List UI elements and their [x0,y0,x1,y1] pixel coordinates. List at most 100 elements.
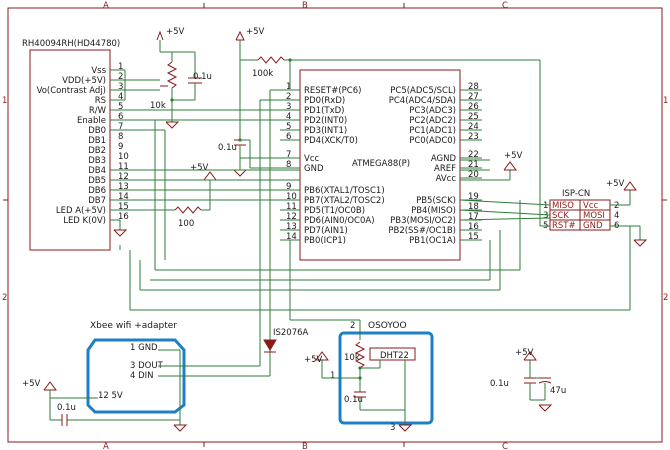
lcd-pin-number: 15 [118,202,129,212]
mcu-right-pin-label: AVcc [436,174,457,184]
frame-col-b-bottom: B [302,442,308,450]
isp-cell-rst: RST# [552,221,576,231]
isp-cell-vcc: Vcc [583,201,598,211]
mcu-left-pin-label: PD2(INT0) [304,116,347,126]
isp-pin-4: 4 [614,211,619,221]
reset-network: +5V 100k 0.1u [218,27,541,226]
lcd-pin-number: 12 [118,172,129,182]
frame-row-2-left: 2 [2,293,7,303]
mcu-right-pin-label: PB5(SCK) [416,196,456,206]
lcd-pin-number: 5 [118,102,123,112]
isp-pin-2: 2 [614,201,619,211]
mcu-right-pin-number: 15 [468,232,479,242]
lcd-pin-label: DB5 [88,176,106,186]
mcu-left-pin-label: Vcc [304,154,319,164]
vcc-cap-value: 0.1u [218,143,237,153]
mcu-right-pin-label: PC3(ADC3) [409,106,456,116]
xbee-5v-label: +5V [22,379,41,389]
mcu-right-pin-number: 24 [468,122,479,132]
isp-cell-gnd: GND [583,221,603,231]
mcu-left-pin-label: PD4(XCK/T0) [304,136,358,146]
mcu-right-pin-number: 27 [468,92,479,102]
mcu-left-pin-label: PD5(T1/OC0B) [304,206,365,216]
mcu-left-pin-number: 5 [286,122,291,132]
mcu-left-pin-number: 14 [286,232,297,242]
mcu-right-pin-number: 22 [468,150,479,160]
frame-col-b-top: B [302,1,308,11]
mcu-right-pin-label: PC0(ADC0) [409,136,456,146]
frame-col-c-bottom: C [502,442,508,450]
lcd-pin-number: 4 [118,92,123,102]
reset-5v-label: +5V [246,27,265,37]
lcd-pin-number: 8 [118,132,123,142]
dht-5v-label: +5V [304,355,323,365]
frame-row-1-right: 1 [663,96,668,106]
dht-part: DHT22 [380,351,409,361]
mcu-right-pin-label: PC5(ADC5/SCL) [390,86,456,96]
mcu-right-pin-label: PB3(MOSI/OC2) [390,216,456,226]
mcu-right-pin-label: PB4(MISO) [411,206,456,216]
dht-title: OSOYOO [368,321,407,331]
mcu-left-pin-label: RESET#(PC6) [304,86,361,96]
frame-row-1-left: 1 [2,96,7,106]
isp-pin-3: 3 [543,211,548,221]
isp-title: ISP-CN [562,189,590,199]
lcd-pin-number: 13 [118,182,129,192]
mcu-left-pin-label: PB0(ICP1) [304,236,346,246]
lcd-pin-label: DB4 [88,166,106,176]
lcd-pin-label: DB1 [88,136,106,146]
dht-resistor-value: 10k [344,353,360,363]
bypass-caps: +5V 0.1u 47u [490,348,566,412]
lcd-pin-label: Vo(Contrast Adj) [37,86,106,96]
mcu-right-pin-number: 26 [468,102,479,112]
xbee-pin-gnd: 1 GND [130,343,158,353]
xbee-pin-dout: 3 DOUT [130,361,164,371]
mcu-name: ATMEGA88(P) [352,159,410,169]
contrast-5v-label: +5V [166,27,185,37]
bypass-cap-value: 0.1u [490,379,509,389]
mcu-left-pin-label: PD1(TxD) [304,106,344,116]
mcu-left-pin-number: 7 [286,150,291,160]
led-network: +5V 100 [110,163,217,237]
dht-module: OSOYOO DHT22 2 1 3 10k +5V 0.1u [289,239,434,433]
isp-connector: ISP-CN MISO Vcc SCK MOSI RST# GND 1 3 5 … [459,179,648,247]
xbee-pin-din: 4 DIN [130,371,154,381]
mcu-left-pin-label: PB6(XTAL1/TOSC1) [304,186,385,196]
lcd-pin-label: DB3 [88,156,106,166]
lcd-pin-label: Enable [77,116,106,126]
avcc-supply: +5V [460,151,523,181]
mcu-right-pin-label: AGND [431,154,457,164]
lcd-pin-number: 7 [118,122,123,132]
mcu-left-pin-number: 3 [286,102,291,112]
mcu-right-pin-label: PC1(ADC1) [409,126,456,136]
led-5v-label: +5V [190,163,209,173]
bulk-cap-value: 47u [550,386,566,396]
lcd-pin-label: DB0 [88,126,106,136]
mcu-left-pin-number: 2 [286,92,291,102]
mcu-right-pins: 28PC5(ADC5/SCL)27PC4(ADC4/SDA)26PC3(ADC3… [388,82,482,246]
contrast-cap-value: 0.1u [193,72,212,82]
mcu-right-pin-number: 28 [468,82,479,92]
lcd-pin-number: 6 [118,112,123,122]
mcu-right-pin-label: AREF [434,164,456,174]
mcu-left-pin-number: 11 [286,202,297,212]
isp-cell-mosi: MOSI [583,211,605,221]
lcd-title: RH40094RH(HD44780) [22,39,120,49]
mcu-left-pin-label: GND [304,164,324,174]
isp-5v-label: +5V [606,179,625,189]
lcd-pin-label: DB7 [88,196,106,206]
mcu-right-pin-label: PB1(OC1A) [409,236,456,246]
dht-pin-1: 1 [330,371,335,381]
mcu-left-pin-number: 9 [286,182,291,192]
mcu-right-pin-label: PB2(SS#/OC1B) [388,226,456,236]
lcd-pin-number: 14 [118,192,129,202]
lcd-pin-number: 2 [118,72,123,82]
mcu-left-pin-number: 10 [286,192,297,202]
avcc-5v-label: +5V [504,151,523,161]
mcu-left-pin-number: 6 [286,132,291,142]
mcu-left-pin-number: 13 [286,222,297,232]
mcu-left-pin-label: PD6(AIN0/OC0A) [304,216,375,226]
